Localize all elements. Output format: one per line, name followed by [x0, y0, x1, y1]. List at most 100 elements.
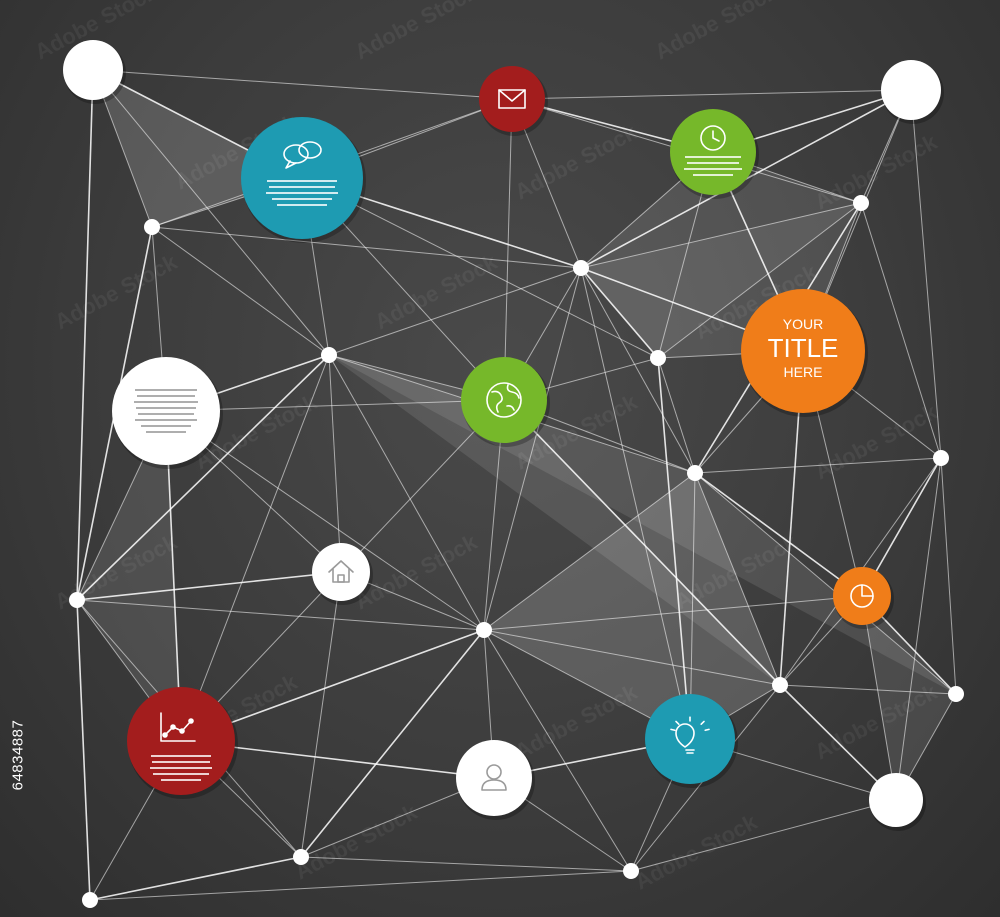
watermark-text: Adobe Stock: [351, 0, 482, 64]
connection-line: [580, 267, 659, 359]
stock-id-label: 64834887: [6, 690, 30, 820]
connection-line: [860, 202, 942, 459]
translucent-triangle: [329, 355, 780, 685]
node-globe: [461, 357, 550, 447]
node-user: [456, 740, 535, 820]
translucent-triangle: [77, 411, 181, 741]
junction-dot: [650, 350, 666, 366]
junction-dot: [623, 863, 639, 879]
node-chat: [241, 117, 366, 243]
node-circle: [461, 357, 547, 443]
watermark-text: Adobe Stock: [651, 0, 782, 64]
connection-line: [657, 357, 696, 474]
connection-line: [76, 69, 94, 601]
node-circle: [869, 773, 923, 827]
connection-line: [151, 226, 582, 269]
title-text-line-1: YOUR: [783, 316, 823, 332]
junction-dot: [293, 849, 309, 865]
node-circle: [881, 60, 941, 120]
connection-line: [301, 177, 659, 359]
connection-line: [300, 571, 342, 858]
connection-line: [694, 472, 957, 695]
junction-dot: [948, 686, 964, 702]
connection-line: [483, 472, 696, 631]
connection-line: [503, 98, 513, 401]
connection-line: [779, 684, 957, 695]
junction-dot: [476, 622, 492, 638]
node-circle: [112, 357, 220, 465]
connection-line: [895, 457, 942, 801]
globe-icon: [486, 382, 522, 418]
connection-line: [300, 856, 632, 872]
connection-line: [76, 599, 485, 631]
junction-dot: [933, 450, 949, 466]
line-graph-icon: [160, 712, 196, 742]
watermark-text: Adobe Stock: [371, 249, 502, 335]
connection-line: [89, 870, 632, 901]
node-circle: [241, 117, 363, 239]
node-clock: [670, 109, 759, 199]
connection-line: [503, 399, 781, 686]
node-graph: [127, 687, 238, 799]
placeholder-text-lines: [134, 389, 198, 433]
clock-icon: [700, 125, 726, 151]
connection-line: [76, 354, 330, 601]
connection-line: [180, 354, 330, 742]
connection-line: [940, 457, 957, 695]
node-white-top-right: [881, 60, 944, 124]
connection-line: [328, 354, 342, 573]
watermark-text: Adobe Stock: [51, 249, 182, 335]
node-circle: [63, 40, 123, 100]
connection-line: [165, 410, 485, 631]
email-icon: [498, 89, 526, 109]
connection-line: [483, 267, 582, 631]
junction-dot: [321, 347, 337, 363]
connection-line: [328, 267, 582, 356]
placeholder-text-lines: [266, 180, 338, 206]
connection-line: [76, 571, 342, 601]
connection-line: [300, 629, 485, 858]
junction-dot: [772, 677, 788, 693]
chat-bubbles-icon: [283, 141, 322, 169]
connection-line: [694, 472, 863, 597]
title-text-line-3: HERE: [784, 364, 823, 380]
connection-line: [92, 69, 330, 356]
connection-line: [694, 472, 781, 686]
placeholder-text-lines: [150, 755, 212, 781]
watermark-text: Adobe Stock: [291, 799, 422, 885]
node-white-text: [112, 357, 223, 469]
connection-line: [483, 595, 863, 631]
node-circle: [456, 740, 532, 816]
connection-line: [511, 89, 912, 100]
user-icon: [481, 764, 507, 791]
connection-line: [910, 89, 942, 459]
connection-line: [861, 595, 897, 801]
home-icon: [328, 560, 354, 583]
connection-line: [165, 410, 182, 742]
node-home: [312, 543, 373, 605]
connection-line: [630, 799, 897, 872]
connection-line: [89, 856, 302, 901]
connection-line: [76, 599, 91, 901]
node-circle: [312, 543, 370, 601]
title-text-line-2: TITLE: [768, 333, 839, 363]
junction-dot: [144, 219, 160, 235]
connection-line: [657, 202, 862, 359]
translucent-triangle: [581, 152, 861, 268]
node-circle: [645, 694, 735, 784]
translucent-triangle: [581, 203, 861, 358]
node-white-top-left: [63, 40, 126, 104]
connection-line: [779, 684, 897, 801]
junction-dot: [853, 195, 869, 211]
node-circle: [741, 289, 865, 413]
connection-line: [92, 69, 513, 100]
junction-dot: [573, 260, 589, 276]
connection-line: [657, 357, 691, 740]
connection-line: [580, 267, 696, 474]
junction-dot: [69, 592, 85, 608]
connection-line: [694, 457, 942, 474]
node-bulb: [645, 694, 738, 788]
node-pie: [833, 567, 894, 629]
